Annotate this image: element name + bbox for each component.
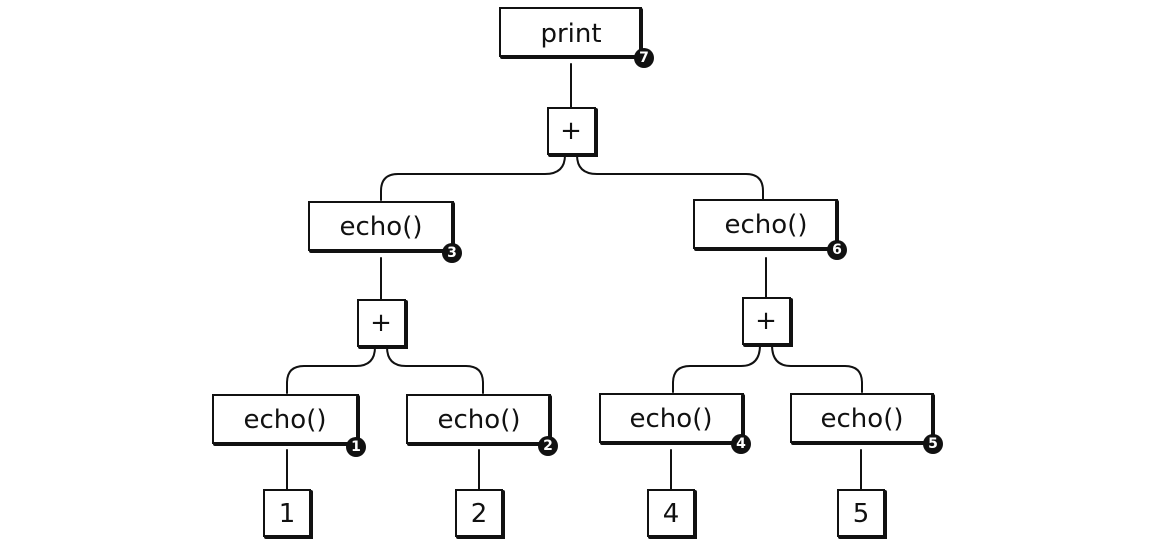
node-label: + xyxy=(755,306,777,336)
svg-text:7: 7 xyxy=(639,50,649,66)
node-label: + xyxy=(370,308,392,338)
node-label: 2 xyxy=(471,499,488,529)
node-label: echo() xyxy=(821,404,904,434)
node-print: print 7 xyxy=(499,7,654,68)
node-label: + xyxy=(560,116,582,146)
edge-plus-right-echo-4 xyxy=(672,344,761,393)
edge-plus-echo-right xyxy=(576,154,764,201)
node-literal-4: 4 xyxy=(647,489,697,539)
node-label: echo() xyxy=(340,212,423,242)
svg-text:6: 6 xyxy=(832,242,842,258)
node-label: 4 xyxy=(663,499,680,529)
svg-text:3: 3 xyxy=(447,245,457,261)
node-label: print xyxy=(540,19,601,49)
node-label: echo() xyxy=(725,210,808,240)
step-badge: 7 xyxy=(634,48,654,68)
node-echo-1: echo() 1 xyxy=(212,394,366,457)
edge-plus-echo-left xyxy=(380,154,566,201)
node-plus-right: + xyxy=(742,297,793,347)
edge-plus-left-echo-1 xyxy=(286,346,376,394)
node-plus-left: + xyxy=(357,299,408,349)
step-badge: 2 xyxy=(538,436,558,456)
node-label: 5 xyxy=(853,499,870,529)
node-literal-5: 5 xyxy=(837,489,887,539)
node-echo-left: echo() 3 xyxy=(308,201,462,263)
node-plus-root: + xyxy=(547,107,598,157)
svg-text:4: 4 xyxy=(736,436,746,452)
node-label: echo() xyxy=(630,404,713,434)
step-badge: 4 xyxy=(731,434,751,454)
svg-text:5: 5 xyxy=(928,436,938,452)
step-badge: 3 xyxy=(442,243,462,263)
connectors xyxy=(286,63,863,491)
step-badge: 6 xyxy=(827,240,847,260)
edge-plus-right-echo-5 xyxy=(771,344,863,393)
step-badge: 5 xyxy=(923,434,943,454)
node-literal-2: 2 xyxy=(455,489,505,539)
node-echo-right: echo() 6 xyxy=(693,199,847,260)
step-badge: 1 xyxy=(346,437,366,457)
node-label: 1 xyxy=(279,499,296,529)
node-literal-1: 1 xyxy=(263,489,313,539)
node-echo-5: echo() 5 xyxy=(790,393,943,454)
node-label: echo() xyxy=(438,405,521,435)
node-echo-2: echo() 2 xyxy=(406,394,558,456)
svg-text:1: 1 xyxy=(351,439,361,455)
node-echo-4: echo() 4 xyxy=(599,393,751,454)
edge-plus-left-echo-2 xyxy=(386,346,484,394)
node-label: echo() xyxy=(244,405,327,435)
svg-text:2: 2 xyxy=(543,438,553,454)
